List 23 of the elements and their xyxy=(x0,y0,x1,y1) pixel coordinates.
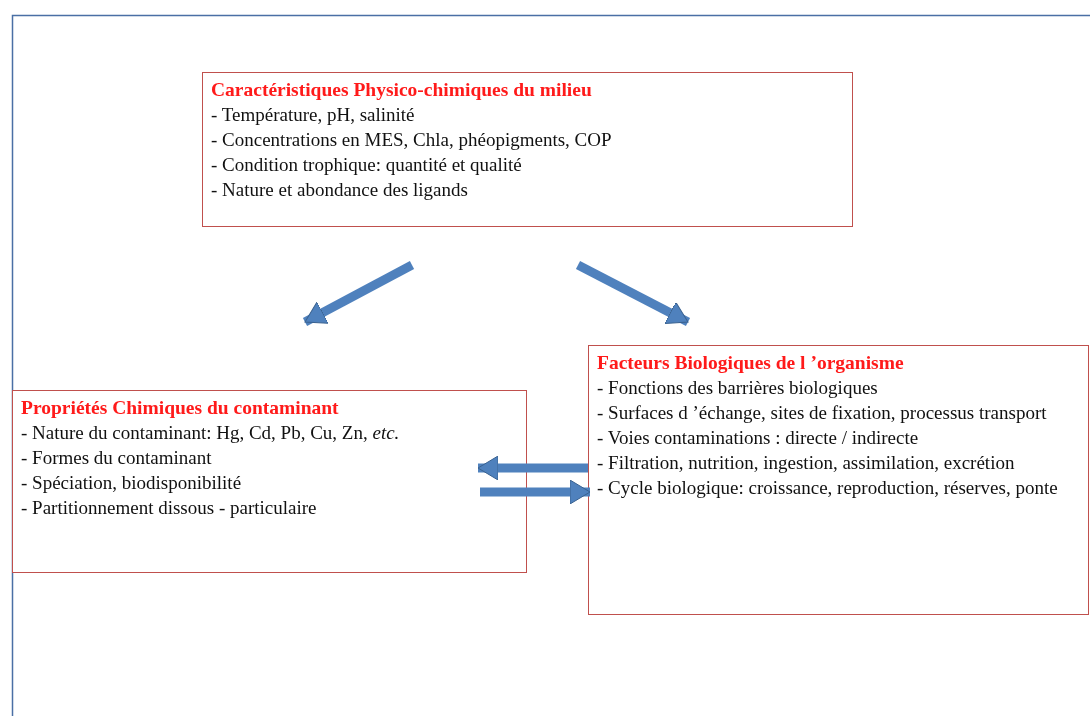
list-item: - Filtration, nutrition, ingestion, assimilation, excrétion xyxy=(597,451,1016,475)
list-item: - Nature et abondance des ligands xyxy=(211,178,469,202)
block-arrow xyxy=(302,261,415,326)
list-item: - Nature du contaminant: Hg, Cd, Pb, Cu, Zn, etc. xyxy=(21,421,401,445)
list-item: - Cycle biologique: croissance, reproduction, réserves, ponte xyxy=(597,476,1059,500)
list-item: - Formes du contaminant xyxy=(21,446,213,470)
text-box xyxy=(12,390,527,573)
block-arrow xyxy=(480,479,591,505)
box-heading: Facteurs Biologiques de l ’organisme xyxy=(597,351,905,375)
list-item: - Condition trophique: quantité et qualité xyxy=(211,153,523,177)
list-item: - Concentrations en MES, Chla, phéopigments, COP xyxy=(211,128,613,152)
text-box xyxy=(588,345,1089,615)
text-box xyxy=(202,72,853,227)
block-arrow xyxy=(575,261,691,326)
box-heading: Caractéristiques Physico-chimiques du milieu xyxy=(211,78,593,102)
block-arrow xyxy=(477,455,588,481)
list-item: - Voies contaminations : directe / indirecte xyxy=(597,426,920,450)
list-item: - Partitionnement dissous - particulaire xyxy=(21,496,318,520)
list-item: - Température, pH, salinité xyxy=(211,103,416,127)
list-item: - Surfaces d ’échange, sites de fixation, processus transport xyxy=(597,401,1048,425)
box-heading: Propriétés Chimiques du contaminant xyxy=(21,396,340,420)
list-item: - Fonctions des barrières biologiques xyxy=(597,376,879,400)
list-item: - Spéciation, biodisponibilité xyxy=(21,471,243,495)
